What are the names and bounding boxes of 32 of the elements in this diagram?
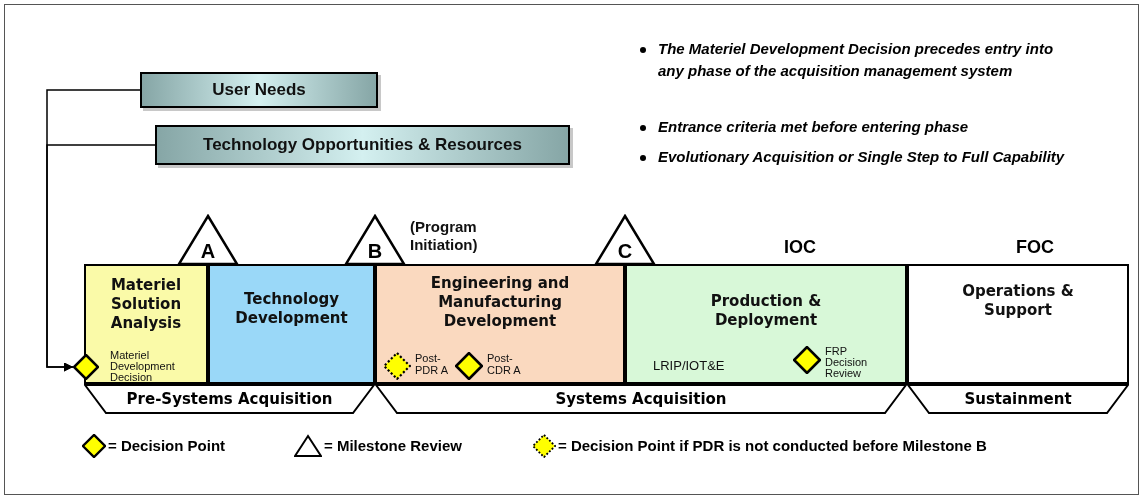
connector-arrow: [46, 144, 156, 372]
phase-box: [208, 264, 375, 384]
phase-box: [375, 264, 625, 384]
phase-box: [84, 264, 208, 384]
capability-label: IOC: [783, 236, 817, 259]
phase-band: Pre-Systems Acquisition: [84, 384, 375, 414]
phase-title: Engineering and Manufacturing Development: [429, 274, 571, 331]
note-text: Evolutionary Acquisition or Single Step to Full Capability: [658, 147, 1065, 167]
phase-title: Production & Deployment: [709, 292, 823, 330]
milestone-text: Post- PDR A: [415, 352, 449, 376]
phase-title: Technology Development: [234, 290, 349, 328]
capability-label: FOC: [1015, 236, 1055, 259]
legend-text: = Decision Point if PDR is not conducted before Milestone B: [558, 435, 987, 456]
phase-title: Materiel Solution Analysis: [109, 276, 183, 333]
milestone-text: Materiel Development Decision: [110, 350, 176, 383]
legend-text: = Decision Point: [108, 435, 226, 456]
input-box: Technology Opportunities & Resources: [155, 125, 570, 165]
milestone-text: Post- CDR A: [487, 352, 522, 376]
input-box: User Needs: [140, 72, 378, 108]
phase-title: Operations & Support: [961, 282, 1075, 320]
note-text: Entrance criteria met before entering phase: [658, 117, 969, 137]
milestone-triangle: A: [177, 214, 239, 264]
legend-text: = Milestone Review: [324, 435, 462, 456]
phase-band: Sustainment: [907, 384, 1129, 414]
milestone-text: FRP Decision Review: [825, 346, 869, 379]
milestone-text: LRIP/IOT&E: [653, 359, 726, 373]
decision-diamond: [73, 354, 99, 380]
milestone-note: (Program Initiation): [410, 218, 479, 254]
milestone-triangle: B: [344, 214, 406, 264]
milestone-triangle: C: [594, 214, 656, 264]
phase-box: [625, 264, 907, 384]
note-text: The Materiel Development Decision precedes entry into any phase of the acquisition management system: [658, 39, 1055, 81]
